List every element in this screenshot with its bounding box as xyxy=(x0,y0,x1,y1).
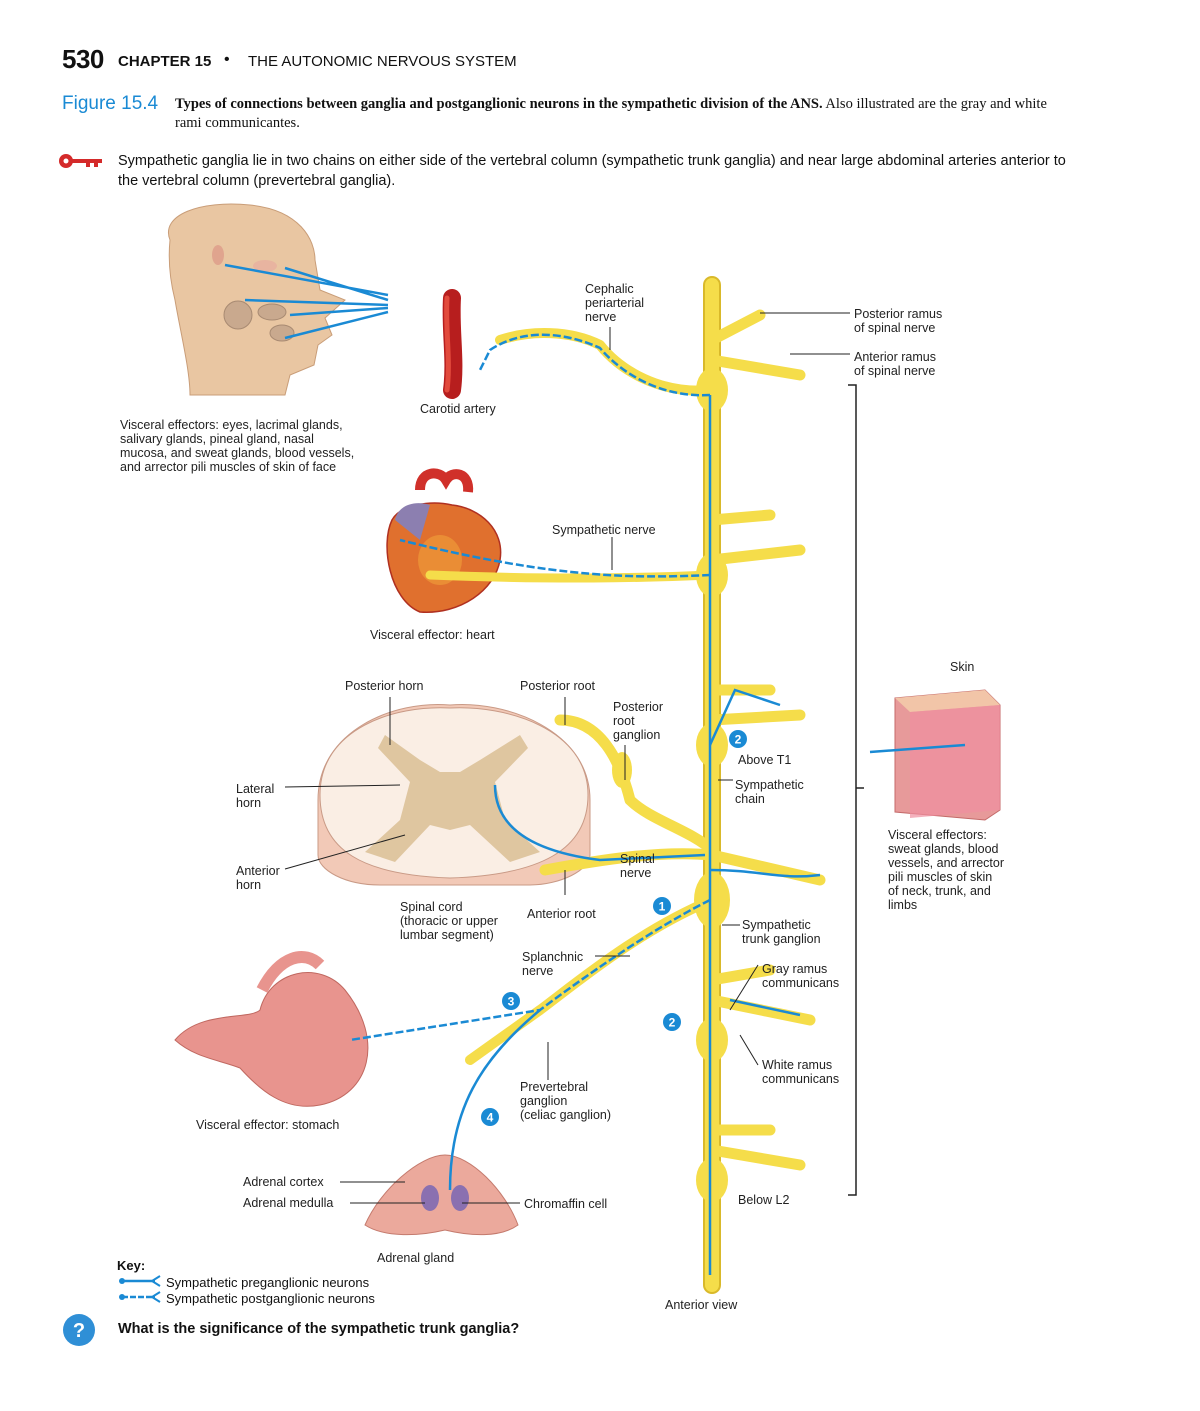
label-white-ramus: White ramus communicans xyxy=(762,1058,840,1086)
marker-4-text: 4 xyxy=(487,1111,494,1125)
key-concept-text: Sympathetic ganglia lie in two chains on… xyxy=(118,153,1066,189)
label-lateral-horn: Lateral horn xyxy=(236,782,275,810)
label-sympathetic-trunk-ganglion: Sympathetic trunk ganglion xyxy=(742,918,821,946)
marker-2a: 2 xyxy=(729,730,747,748)
label-visceral-skin: Visceral effectors: sweat glands, blood … xyxy=(888,828,1005,912)
key-title: Key: xyxy=(117,1258,146,1273)
label-adrenal-gland: Adrenal gland xyxy=(377,1251,455,1265)
marker-1-text: 1 xyxy=(659,900,666,914)
label-posterior-ramus: Posterior ramus of spinal nerve xyxy=(854,307,943,335)
page-number: 530 xyxy=(62,44,104,74)
label-anterior-root: Anterior root xyxy=(527,907,596,921)
level-bracket xyxy=(848,384,864,1196)
svg-text:?: ? xyxy=(73,1320,85,1342)
marker-1: 1 xyxy=(653,897,671,915)
label-gray-ramus: Gray ramus communicans xyxy=(762,962,840,990)
marker-2a-text: 2 xyxy=(735,733,742,747)
label-adrenal-medulla: Adrenal medulla xyxy=(243,1196,334,1210)
carotid-artery xyxy=(442,289,463,399)
label-cephalic: Cephalic periarterial nerve xyxy=(585,282,645,324)
leader-lines xyxy=(284,312,850,1204)
key-post-icon xyxy=(119,1291,161,1303)
label-sympathetic-nerve: Sympathetic nerve xyxy=(552,523,656,537)
sympathetic-neurons xyxy=(224,263,966,1275)
chapter-number: CHAPTER 15 xyxy=(118,53,212,70)
label-chromaffin: Chromaffin cell xyxy=(524,1197,608,1211)
heart-illustration xyxy=(386,468,502,613)
label-anterior-ramus: Anterior ramus of spinal nerve xyxy=(854,350,936,378)
label-adrenal-cortex: Adrenal cortex xyxy=(243,1175,324,1189)
label-visceral-face: Visceral effectors: eyes, lacrimal gland… xyxy=(120,418,355,474)
label-posterior-root-ganglion: Posterior root ganglion xyxy=(613,700,664,742)
label-sympathetic-chain: Sympathetic chain xyxy=(735,778,804,806)
label-prevertebral: Prevertebral ganglion (celiac ganglion) xyxy=(520,1080,612,1122)
key-postganglionic: Sympathetic postganglionic neurons xyxy=(166,1291,375,1306)
label-splanchnic: Splanchnic nerve xyxy=(522,950,584,978)
label-visceral-stomach: Visceral effector: stomach xyxy=(196,1118,340,1132)
key-concept-icon xyxy=(59,154,102,168)
label-anterior-view: Anterior view xyxy=(665,1298,738,1312)
skin-block xyxy=(894,689,1001,821)
marker-2b-text: 2 xyxy=(669,1016,676,1030)
stomach-illustration xyxy=(174,951,369,1107)
header-bullet: • xyxy=(224,51,230,68)
caption-bold: Types of connections between ganglia and… xyxy=(175,96,823,112)
figure-caption: Types of connections between ganglia and… xyxy=(175,95,1075,133)
spinal-cord-section xyxy=(317,703,591,886)
label-below-l2: Below L2 xyxy=(738,1193,790,1207)
caption-rest: Also illustrated are the gray and white … xyxy=(175,96,1047,131)
question-icon: ? xyxy=(63,1314,95,1346)
label-above-t1: Above T1 xyxy=(738,753,792,767)
label-spinal-cord: Spinal cord (thoracic or upper lumbar se… xyxy=(400,900,498,942)
label-spinal-nerve: Spinal nerve xyxy=(620,852,655,880)
label-skin: Skin xyxy=(950,660,975,674)
label-posterior-root: Posterior root xyxy=(520,679,596,693)
marker-4: 4 xyxy=(481,1108,499,1126)
label-anterior-horn: Anterior horn xyxy=(236,864,280,892)
marker-2b: 2 xyxy=(663,1013,681,1031)
question-text: What is the significance of the sympathe… xyxy=(118,1321,520,1337)
marker-3-text: 3 xyxy=(508,995,515,1009)
label-visceral-heart: Visceral effector: heart xyxy=(370,628,495,642)
key-preganglionic: Sympathetic preganglionic neurons xyxy=(166,1275,370,1290)
key-pre-icon xyxy=(119,1275,161,1287)
label-carotid: Carotid artery xyxy=(420,402,496,416)
marker-3: 3 xyxy=(502,992,520,1010)
figure-label: Figure 15.4 xyxy=(62,93,159,114)
chapter-title: THE AUTONOMIC NERVOUS SYSTEM xyxy=(248,53,517,70)
adrenal-gland xyxy=(364,1154,519,1236)
label-posterior-horn: Posterior horn xyxy=(345,679,424,693)
